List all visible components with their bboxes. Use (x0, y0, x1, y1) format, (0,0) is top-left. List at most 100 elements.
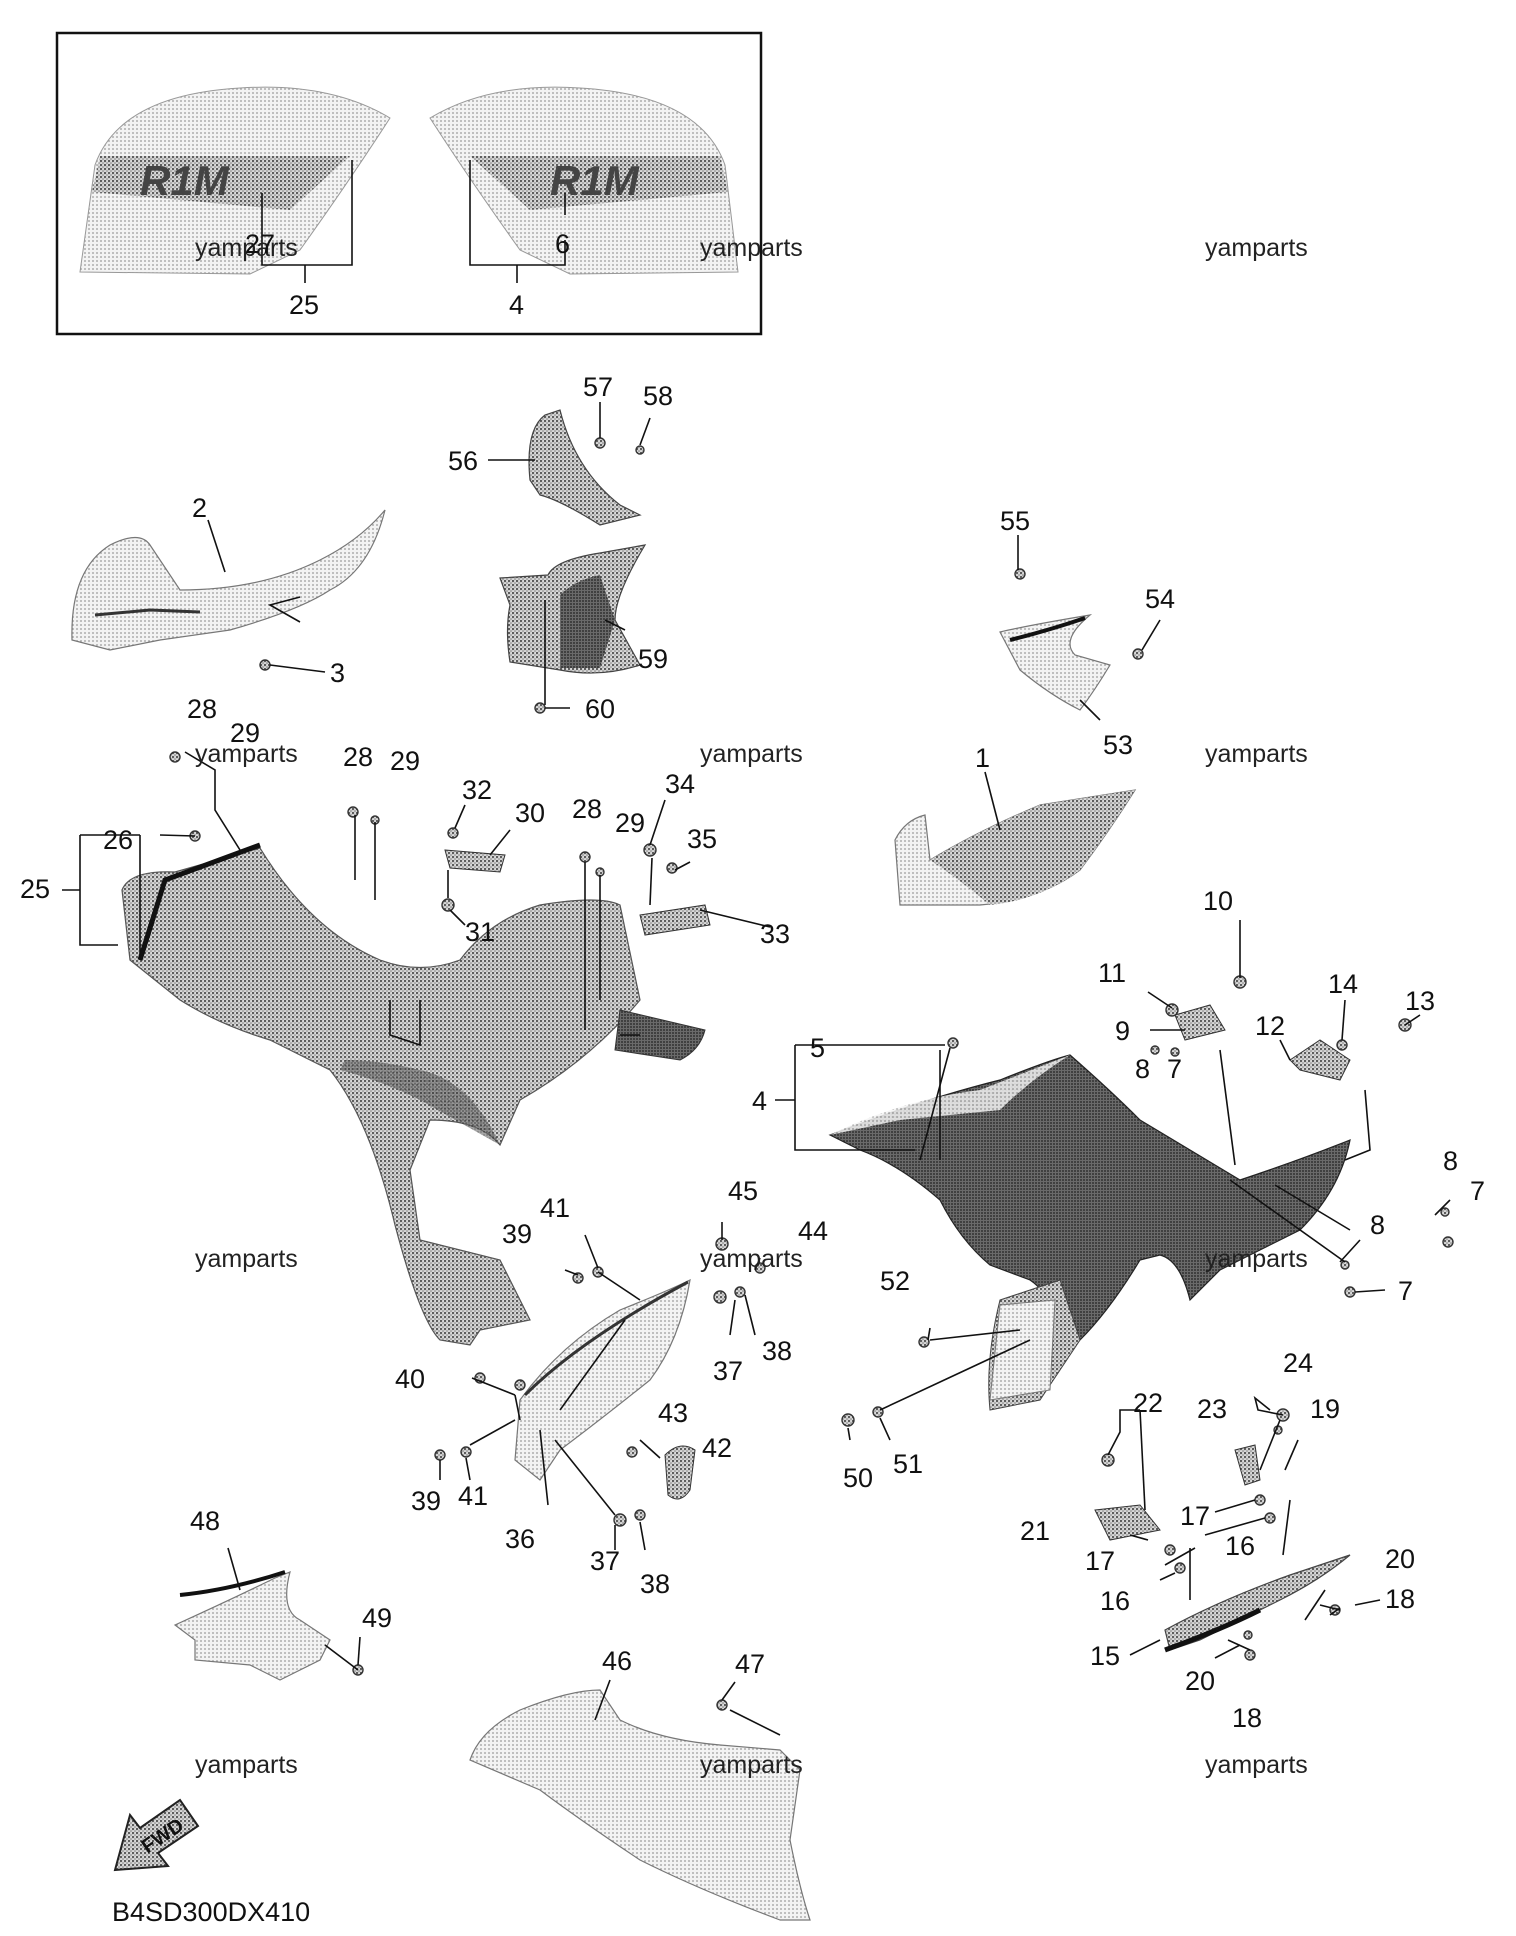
callout-24: 24 (1283, 1348, 1313, 1378)
callout-29: 29 (615, 808, 645, 838)
decal-left-stripe (92, 156, 350, 210)
watermark: yamparts (700, 1245, 803, 1273)
part-left-fairing (121, 847, 641, 1346)
callout-4: 4 (752, 1086, 767, 1116)
callout-49: 49 (362, 1603, 392, 1633)
callout-36: 36 (505, 1524, 535, 1554)
part-left-fairing-inner (340, 1060, 500, 1145)
callout-1: 1 (975, 743, 990, 773)
callout-17: 17 (1180, 1501, 1210, 1531)
watermark: yamparts (195, 234, 298, 262)
watermark: yamparts (700, 740, 803, 768)
callout-8: 8 (1370, 1210, 1385, 1240)
decal-inset-box (55, 31, 763, 336)
callout-5: 5 (810, 1033, 825, 1063)
callout-50: 50 (843, 1463, 873, 1493)
callout-51: 51 (893, 1449, 923, 1479)
callout-16: 16 (1225, 1531, 1255, 1561)
part-bracket-23 (1234, 1444, 1261, 1486)
callout-45: 45 (728, 1176, 758, 1206)
callout-37: 37 (590, 1546, 620, 1576)
callout-18: 18 (1385, 1584, 1415, 1614)
callout-20: 20 (1385, 1544, 1415, 1574)
callout-19: 19 (1310, 1394, 1340, 1424)
callout-53: 53 (1103, 730, 1133, 760)
callout-8: 8 (1443, 1146, 1458, 1176)
watermark: yamparts (1205, 234, 1308, 262)
part-strip (1164, 1554, 1351, 1651)
callout-58: 58 (643, 381, 673, 411)
part-side-cover-edge (94, 608, 201, 617)
callout-14: 14 (1328, 969, 1358, 999)
callout-11: 11 (1098, 958, 1126, 988)
callout-17: 17 (1085, 1546, 1115, 1576)
part-under-panel (173, 1571, 331, 1681)
callout-16: 16 (1100, 1586, 1130, 1616)
part-bracket-33 (639, 904, 711, 936)
callout-3: 3 (330, 658, 345, 688)
decal-right-stripe (470, 156, 728, 210)
callout-37: 37 (713, 1356, 743, 1386)
callout-26: 26 (103, 825, 133, 855)
callout-8: 8 (1135, 1054, 1150, 1084)
leader-lines (62, 160, 1451, 1736)
callout-28: 28 (572, 794, 602, 824)
callout-13: 13 (1405, 986, 1435, 1016)
part-lower-cowl (469, 1689, 811, 1921)
part-under-panel-edge (179, 1570, 286, 1597)
part-bracket-42 (664, 1445, 696, 1500)
decal-right-text: R1M (550, 157, 640, 204)
part-lower-side-panel-edge (523, 1280, 689, 1397)
callout-32: 32 (462, 775, 492, 805)
part-side-cover (71, 509, 386, 651)
callout-7: 7 (1470, 1176, 1485, 1206)
diagram-code: B4SD300DX410 (112, 1897, 310, 1927)
callout-20: 20 (1185, 1666, 1215, 1696)
part-left-fairing-tab (614, 1009, 706, 1061)
watermark: yamparts (195, 740, 298, 768)
callout-44: 44 (798, 1216, 828, 1246)
decal-left-text: R1M (140, 157, 230, 204)
callout-29: 29 (390, 746, 420, 776)
part-bracket-21 (1094, 1504, 1161, 1541)
part-air-duct-shadow (560, 575, 615, 668)
callout-30: 30 (515, 798, 545, 828)
callout-35: 35 (687, 824, 717, 854)
callout-18: 18 (1232, 1703, 1262, 1733)
callout-48: 48 (190, 1506, 220, 1536)
part-bracket-12 (1289, 1039, 1351, 1081)
watermark: yamparts (700, 234, 803, 262)
callout-41: 41 (458, 1481, 488, 1511)
callout-42: 42 (702, 1433, 732, 1463)
callout-28: 28 (187, 694, 217, 724)
callout-54: 54 (1145, 584, 1175, 614)
callout-57: 57 (583, 372, 613, 402)
callout-29: 29 (230, 718, 260, 748)
callout-21: 21 (1020, 1516, 1050, 1546)
watermark: yamparts (1205, 1245, 1308, 1273)
callout-7: 7 (1398, 1276, 1413, 1306)
callout-23: 23 (1197, 1394, 1227, 1424)
callout-40: 40 (395, 1364, 425, 1394)
callout-33: 33 (760, 919, 790, 949)
fastener-group (169, 437, 1454, 1711)
callout-38: 38 (762, 1336, 792, 1366)
callout-46: 46 (602, 1646, 632, 1676)
callout-59: 59 (638, 644, 668, 674)
part-right-fairing (828, 1054, 1351, 1351)
fwd-arrow-icon: FWD (113, 1798, 200, 1872)
callout-10: 10 (1203, 886, 1233, 916)
callout-4-inset: 4 (509, 290, 524, 320)
part-right-fairing-upper (830, 1055, 1070, 1135)
watermark: yamparts (1205, 1751, 1308, 1779)
callout-31: 31 (465, 917, 495, 947)
part-strip-edge (1164, 1607, 1262, 1653)
callout-6: 6 (555, 229, 570, 259)
callout-9: 9 (1115, 1016, 1130, 1046)
part-inner-panel-face (930, 790, 1135, 905)
callout-34: 34 (665, 769, 695, 799)
part-upper-bracket (528, 409, 642, 526)
part-small-panel-edge (1009, 616, 1086, 642)
